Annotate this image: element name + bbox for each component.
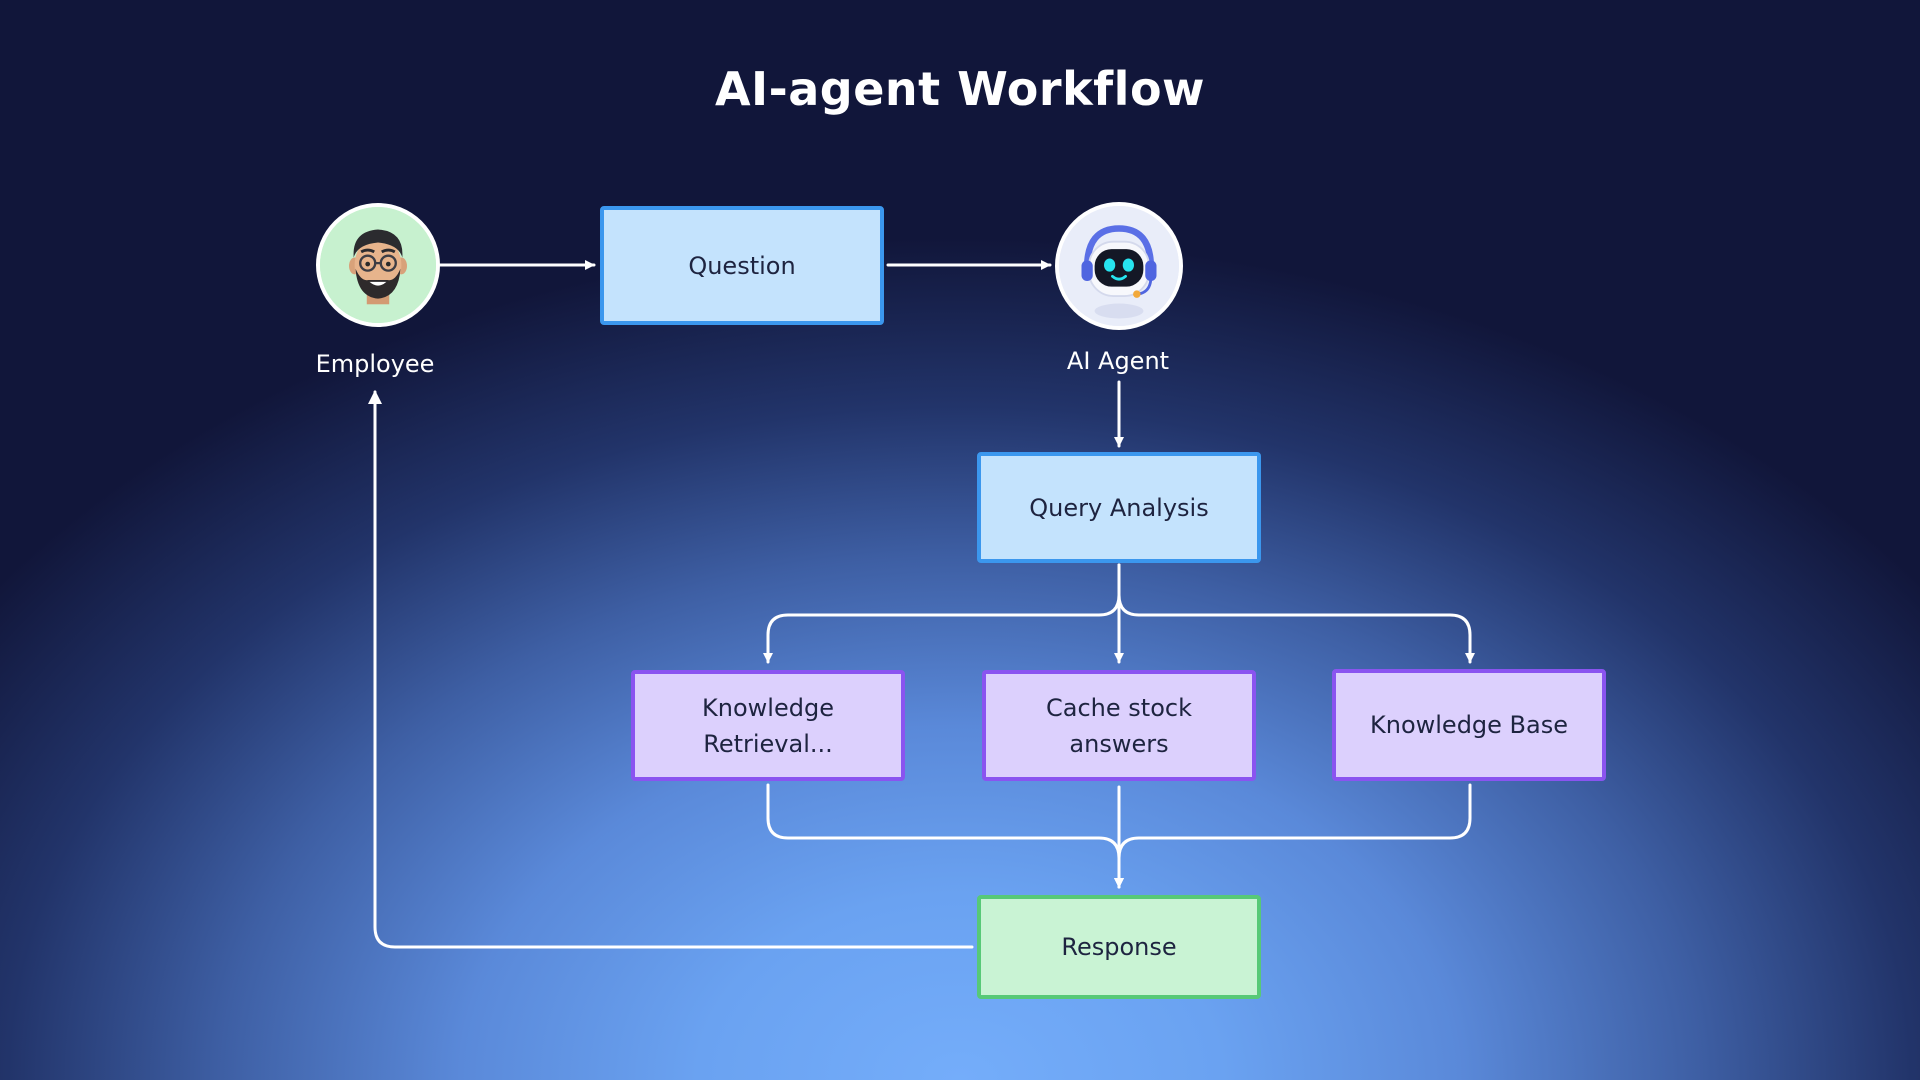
question-label: Question	[688, 251, 796, 280]
connector-retrieval-to-response	[766, 783, 1124, 889]
question-node[interactable]: Question	[600, 206, 884, 325]
knowledge-retrieval-node[interactable]: Knowledge Retrieval...	[631, 670, 905, 781]
employee-avatar-icon	[316, 203, 440, 327]
robot-avatar-icon	[1055, 202, 1183, 330]
response-node[interactable]: Response	[977, 895, 1261, 999]
knowledge-base-label: Knowledge Base	[1370, 711, 1568, 739]
diagram-title: AI-agent Workflow	[714, 62, 1206, 116]
cache-stock-answers-node[interactable]: Cache stock answers	[982, 670, 1256, 781]
connector-query-to-knowledge-base	[1117, 563, 1475, 664]
ai-agent-label: AI Agent	[1066, 347, 1170, 375]
response-label: Response	[1061, 933, 1177, 961]
knowledge-retrieval-label: Knowledge Retrieval...	[702, 693, 834, 758]
employee-label: Employee	[315, 350, 435, 378]
query-analysis-node[interactable]: Query Analysis	[977, 452, 1261, 563]
connector-query-to-retrieval	[763, 563, 1121, 664]
knowledge-base-node[interactable]: Knowledge Base	[1332, 669, 1606, 781]
connector-knowledge-base-to-response	[1114, 783, 1472, 889]
cache-stock-answers-label: Cache stock answers	[1046, 693, 1192, 758]
query-analysis-label: Query Analysis	[1029, 493, 1209, 522]
